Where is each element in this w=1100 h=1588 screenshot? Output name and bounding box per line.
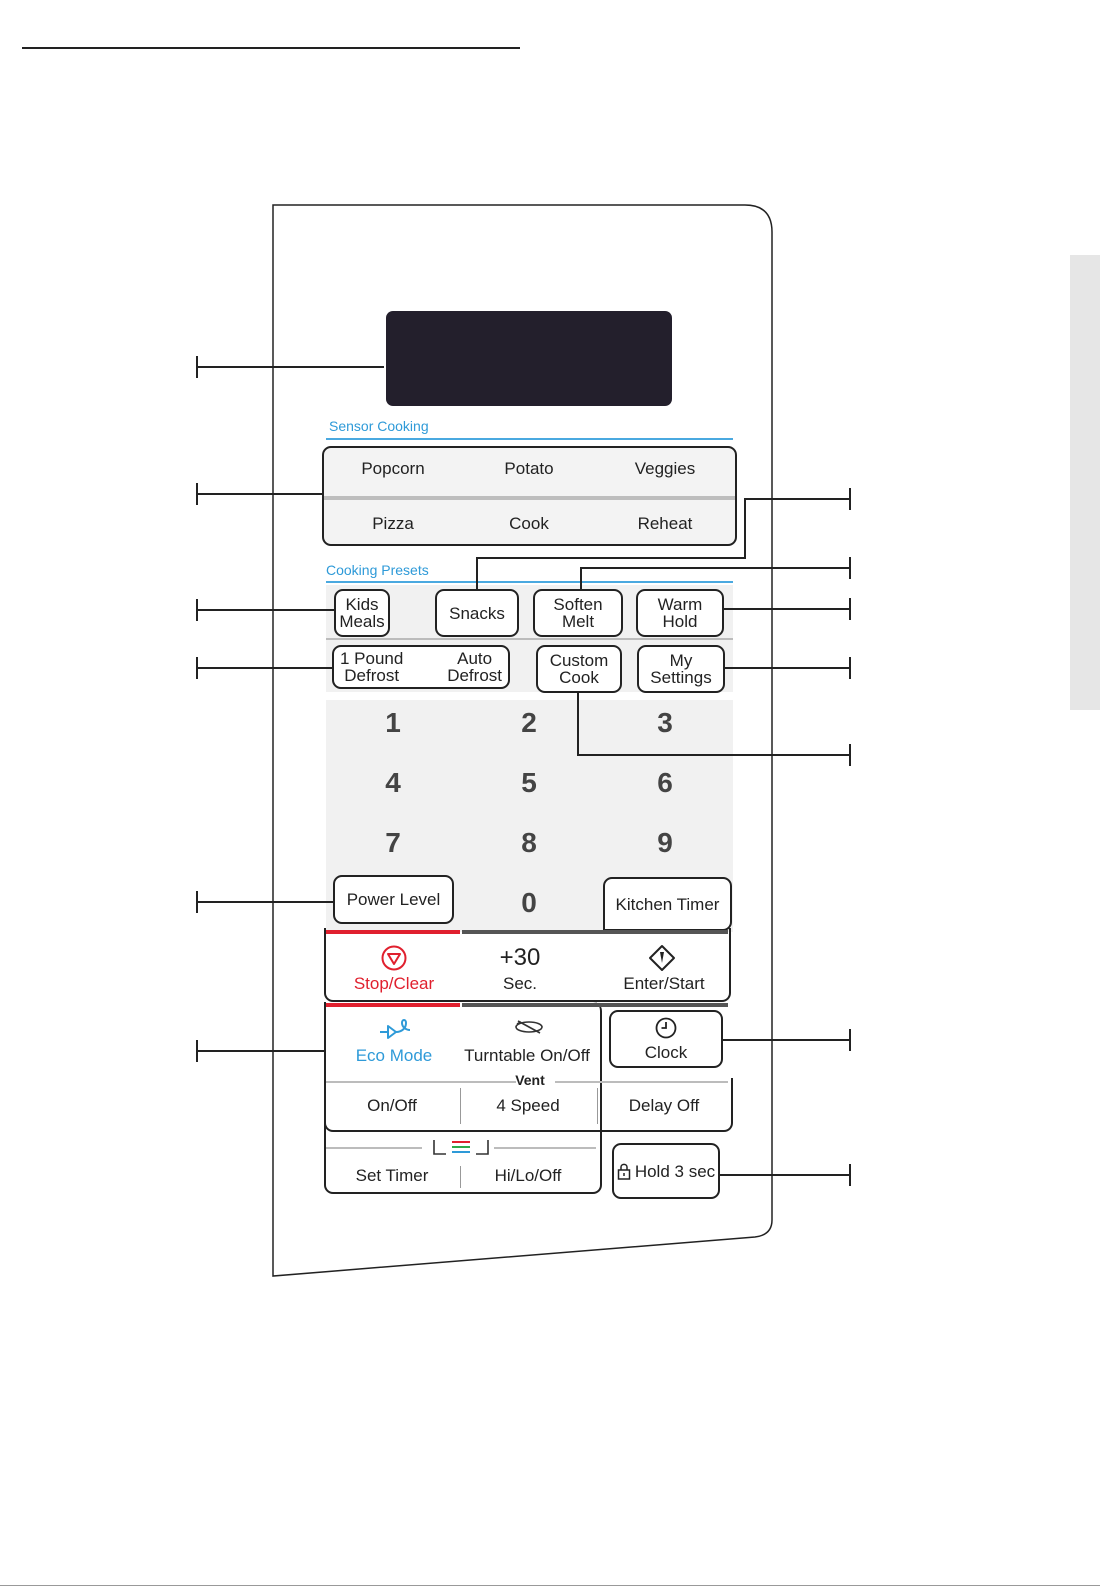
custom-cook-line1: Custom <box>549 651 609 670</box>
cook-button[interactable]: Cook <box>509 514 549 533</box>
soften-melt-line1: Soften <box>553 595 603 614</box>
hold-button[interactable]: Hold 3 sec <box>612 1143 720 1199</box>
power-level-label: Power Level <box>346 890 441 909</box>
key-1[interactable]: 1 <box>385 707 401 738</box>
side-tab <box>1070 255 1100 710</box>
start-keys-block <box>324 928 731 1002</box>
auto-defrost-line2: Defrost <box>447 666 502 685</box>
vent-separator-1 <box>460 1088 461 1124</box>
led-separator <box>460 1166 461 1188</box>
kids-meals-button[interactable]: Kids Meals <box>334 589 390 637</box>
stop-clear-button[interactable]: Stop/Clear <box>353 974 435 993</box>
vent-rule-left <box>326 1081 516 1083</box>
warm-hold-line2: Hold <box>662 612 698 631</box>
lock-icon <box>617 1163 631 1180</box>
clock-button[interactable]: Clock <box>609 1010 723 1068</box>
led-light-icon <box>433 1140 489 1155</box>
snacks-button[interactable]: Snacks <box>435 589 519 637</box>
key-8[interactable]: 8 <box>521 827 537 858</box>
auto-defrost-key[interactable]: Auto Defrost <box>447 650 502 684</box>
key-5[interactable]: 5 <box>521 767 537 798</box>
leader-power-level <box>196 901 333 903</box>
plus30-button[interactable]: +30 <box>499 944 541 971</box>
vent-speed-button[interactable]: 4 Speed <box>496 1096 560 1115</box>
plus30-sub-label: Sec. <box>502 974 538 993</box>
leader-display <box>196 366 384 368</box>
stop-red-bar <box>326 930 460 934</box>
sensor-divider <box>324 496 735 500</box>
led-rule-right <box>494 1147 596 1149</box>
soften-melt-button[interactable]: Soften Melt <box>533 589 623 637</box>
kitchen-timer-label: Kitchen Timer <box>615 894 720 914</box>
one-pound-defrost-line2: Defrost <box>344 666 400 685</box>
display-screen <box>386 311 672 406</box>
cooking-presets-rule <box>326 581 733 583</box>
vent-on-off-button[interactable]: On/Off <box>367 1096 417 1115</box>
leader-kids-meals <box>196 609 334 611</box>
key-4[interactable]: 4 <box>385 767 401 798</box>
clock-icon <box>655 1017 677 1039</box>
clock-label: Clock <box>644 1043 688 1062</box>
kitchen-timer-button[interactable]: Kitchen Timer <box>603 877 732 931</box>
kids-meals-line1: Kids <box>345 595 379 614</box>
header-rule <box>22 47 520 49</box>
key-7[interactable]: 7 <box>385 827 401 858</box>
one-pound-defrost-line1: 1 Pound <box>340 649 404 668</box>
warm-hold-line1: Warm <box>657 595 703 614</box>
vent-separator-2 <box>597 1088 598 1124</box>
turntable-icon <box>515 1020 543 1034</box>
eco-mode-button[interactable]: Eco Mode <box>355 1046 433 1065</box>
leader-eco <box>196 1050 324 1052</box>
veggies-button[interactable]: Veggies <box>634 459 696 478</box>
key-3[interactable]: 3 <box>657 707 673 738</box>
start-icon <box>649 945 675 971</box>
key-2[interactable]: 2 <box>521 707 537 738</box>
vent-rule-right <box>555 1081 728 1083</box>
sensor-cooking-keys <box>322 446 737 546</box>
auto-defrost-line1: Auto <box>457 649 493 668</box>
enter-start-button[interactable]: Enter/Start <box>623 974 705 993</box>
reheat-button[interactable]: Reheat <box>637 514 693 533</box>
popcorn-button[interactable]: Popcorn <box>361 459 425 478</box>
turntable-button[interactable]: Turntable On/Off <box>464 1046 590 1065</box>
stop-icon <box>381 945 407 971</box>
custom-cook-button[interactable]: Custom Cook <box>536 645 622 693</box>
one-pound-defrost-key[interactable]: 1 Pound Defrost <box>340 650 403 684</box>
soften-melt-line2: Melt <box>561 612 595 631</box>
custom-cook-line2: Cook <box>559 668 599 687</box>
sensor-cooking-rule <box>326 438 733 440</box>
key-9[interactable]: 9 <box>657 827 673 858</box>
eco-gray-bar <box>462 1003 728 1007</box>
start-gray-bar <box>462 930 728 934</box>
eco-red-bar <box>326 1003 460 1007</box>
snacks-label: Snacks <box>449 603 505 623</box>
warm-hold-button[interactable]: Warm Hold <box>636 589 724 637</box>
sensor-cooking-label: Sensor Cooking <box>329 418 429 434</box>
set-timer-button[interactable]: Set Timer <box>355 1166 429 1185</box>
my-settings-line1: My <box>669 651 693 670</box>
footer-rule <box>0 1585 1100 1586</box>
vent-block <box>324 1078 733 1132</box>
kids-meals-line2: Meals <box>339 612 385 631</box>
eco-plug-icon <box>380 1019 411 1039</box>
presets-divider <box>326 638 733 640</box>
key-6[interactable]: 6 <box>657 767 673 798</box>
pizza-button[interactable]: Pizza <box>372 514 414 533</box>
my-settings-line2: Settings <box>650 668 712 687</box>
cooking-presets-label: Cooking Presets <box>326 562 429 578</box>
key-0[interactable]: 0 <box>521 887 537 918</box>
delay-off-button[interactable]: Delay Off <box>628 1096 700 1115</box>
my-settings-button[interactable]: My Settings <box>637 645 725 693</box>
potato-button[interactable]: Potato <box>504 459 554 478</box>
led-rule-left <box>326 1147 422 1149</box>
power-level-button[interactable]: Power Level <box>333 875 454 924</box>
hi-lo-off-button[interactable]: Hi/Lo/Off <box>494 1166 562 1185</box>
defrost-button[interactable]: 1 Pound Defrost Auto Defrost <box>332 645 510 689</box>
hold-label: Hold 3 sec <box>634 1161 716 1181</box>
vent-label: Vent <box>515 1072 545 1088</box>
leader-sensor <box>196 493 324 495</box>
leader-defrost <box>196 667 332 669</box>
